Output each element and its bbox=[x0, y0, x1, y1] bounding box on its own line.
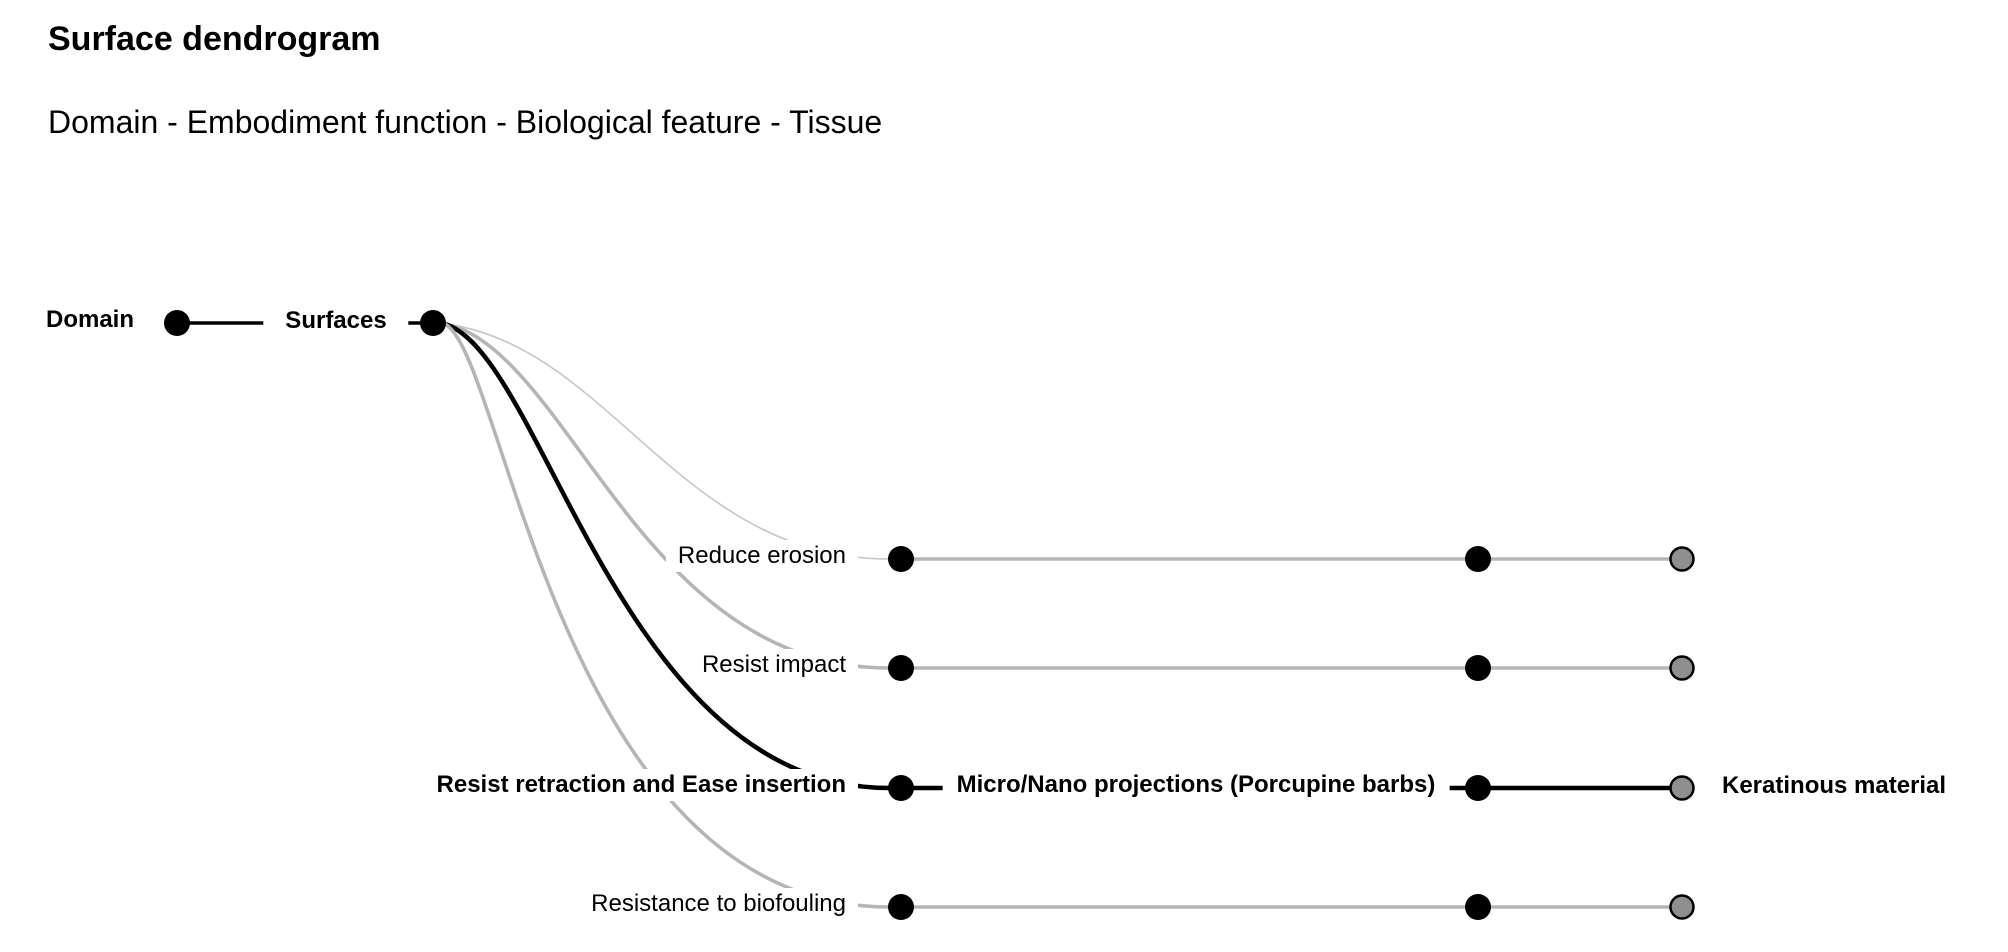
surfaces-label: Surfaces bbox=[263, 305, 409, 337]
branch-curve-resist-retraction bbox=[444, 321, 890, 791]
function-label-resistance-biofouling: Resistance to biofouling bbox=[579, 888, 858, 920]
function-label-resist-retraction: Resist retraction and Ease insertion bbox=[424, 769, 858, 801]
branch-curve-resist-impact bbox=[444, 322, 890, 670]
domain-label: Domain bbox=[33, 304, 146, 336]
function-label-reduce-erosion: Reduce erosion bbox=[665, 540, 858, 572]
page-title: Surface dendrogram bbox=[48, 20, 381, 58]
branch-curve-reduce-erosion bbox=[444, 323, 890, 560]
branch-curve-resistance-biofouling bbox=[444, 322, 890, 909]
hierarchy-legend: Domain - Embodiment function - Biologica… bbox=[48, 104, 883, 140]
feature-label-micro-nano-projections: Micro/Nano projections (Porcupine barbs) bbox=[942, 769, 1450, 801]
tissue-label-keratinous-material: Keratinous material bbox=[1710, 770, 1959, 802]
function-label-resist-impact: Resist impact bbox=[689, 649, 858, 681]
